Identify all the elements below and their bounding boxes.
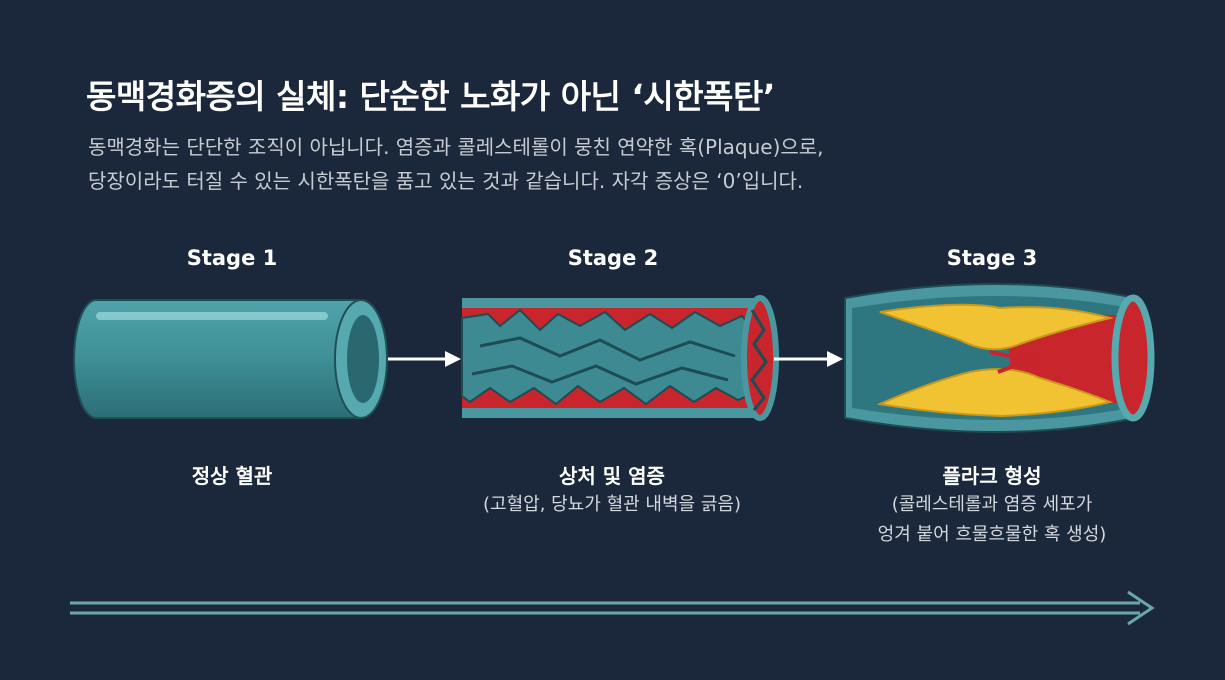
right-arrow-icon xyxy=(774,351,843,367)
stage-1-caption: 정상 혈관 xyxy=(191,464,273,488)
stage-2-label: Stage 2 xyxy=(567,246,659,270)
subtitle-line-1: 동맥경화는 단단한 조직이 아닙니다. 염증과 콜레스테롤이 뭉친 연약한 혹(… xyxy=(88,135,824,159)
stage-3-detail-line-1: (콜레스테롤과 염증 세포가 xyxy=(891,494,1093,515)
page-subtitle: 동맥경화는 단단한 조직이 아닙니다. 염증과 콜레스테롤이 뭉친 연약한 혹(… xyxy=(88,130,824,198)
stage-1-label: Stage 1 xyxy=(186,246,278,270)
stage-3-label: Stage 3 xyxy=(946,246,1038,270)
page-title: 동맥경화증의 실체: 단순한 노화가 아닌 ‘시한폭탄’ xyxy=(86,77,775,116)
right-arrow-icon xyxy=(388,351,461,367)
stage-2-caption: 상처 및 염증 xyxy=(559,464,665,488)
progress-timeline-arrow xyxy=(70,590,1155,626)
stage-2-detail-line-1: (고혈압, 당뇨가 혈관 내벽을 긁음) xyxy=(483,494,741,515)
subtitle-line-2: 당장이라도 터질 수 있는 시한폭탄을 품고 있는 것과 같습니다. 자각 증상… xyxy=(88,169,804,193)
damaged-vessel-icon xyxy=(461,295,779,421)
stage-3-detail-line-2: 엉겨 붙어 흐물흐물한 혹 생성) xyxy=(877,524,1107,545)
stage-3-caption: 플라크 형성 xyxy=(942,464,1042,488)
plaque-vessel-icon xyxy=(844,283,1155,433)
healthy-vessel-icon xyxy=(73,299,388,419)
